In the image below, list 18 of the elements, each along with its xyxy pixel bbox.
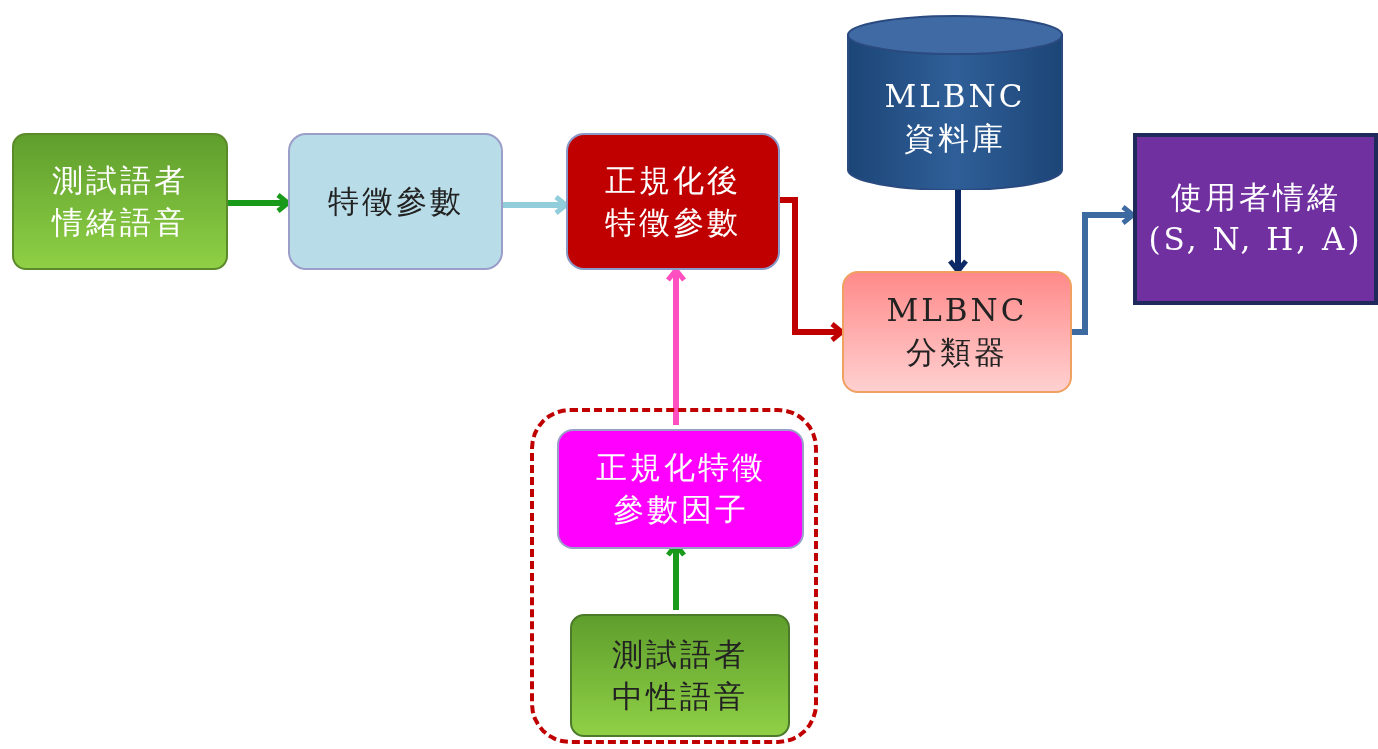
process-box bbox=[1133, 133, 1378, 305]
process-box bbox=[566, 133, 780, 270]
arrow bbox=[665, 267, 687, 425]
node-text: 正規化特徵參數因子 bbox=[594, 448, 767, 529]
node-text: 測試語者情緒語音 bbox=[50, 160, 189, 242]
node-text: 測試語者中性語音 bbox=[611, 634, 749, 716]
dashed-group-box bbox=[530, 408, 818, 744]
node-text: 正規化後特徵參數 bbox=[604, 160, 742, 242]
process-box bbox=[557, 429, 804, 549]
node-text: 使用者情緒 (S, N, H, A) bbox=[1147, 178, 1364, 259]
node-text: 特徵參數 bbox=[327, 181, 464, 221]
process-box bbox=[842, 271, 1072, 393]
node-text: MLBNC 分類器 bbox=[885, 291, 1029, 372]
process-box bbox=[570, 614, 790, 737]
process-box bbox=[12, 133, 228, 270]
process-box bbox=[288, 133, 503, 270]
node-text: MLBNC 資料庫 bbox=[883, 76, 1027, 158]
arrow bbox=[947, 190, 969, 274]
